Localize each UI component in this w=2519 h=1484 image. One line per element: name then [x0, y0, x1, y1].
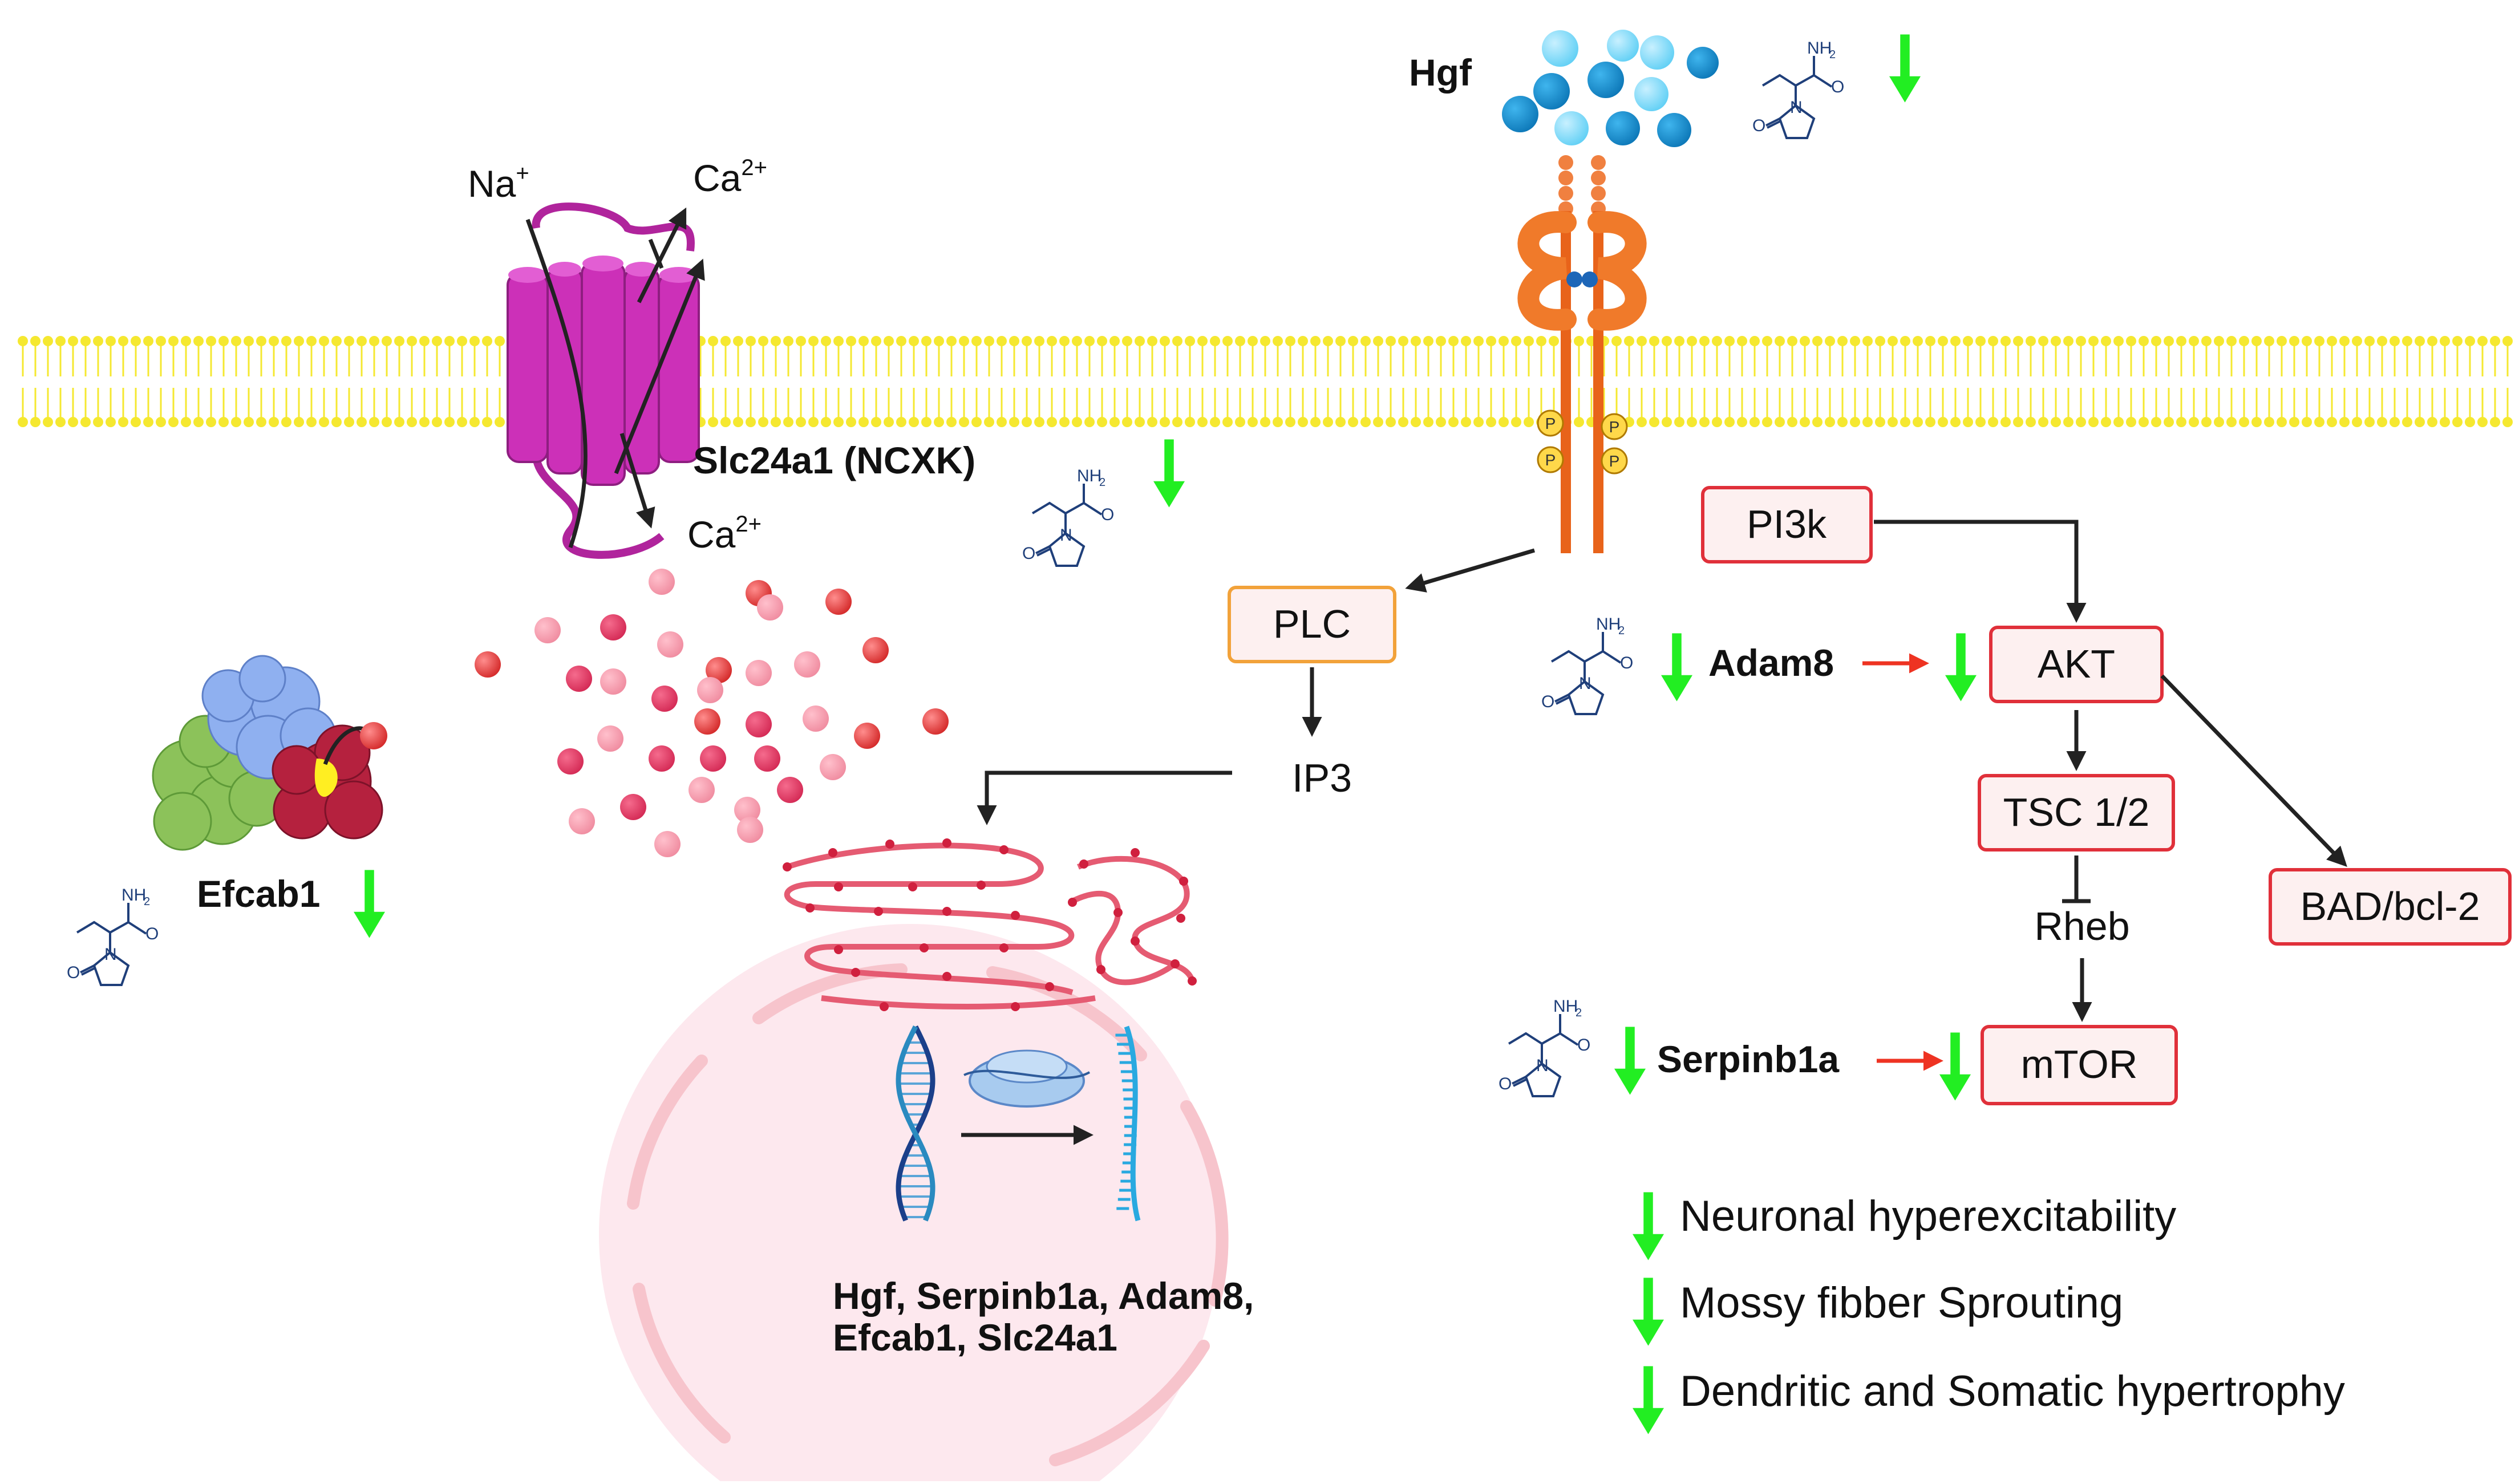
svg-text:2: 2: [1829, 48, 1836, 61]
svg-text:NH: NH: [1807, 39, 1832, 58]
svg-text:N: N: [1536, 1056, 1549, 1075]
outcome-dendritic-somatic-hypertrophy: Dendritic and Somatic hypertrophy: [1680, 1367, 2345, 1416]
endoplasmic-reticulum: [784, 842, 1195, 1009]
tsc-box: TSC 1/2: [1978, 774, 2175, 852]
svg-text:mTOR: mTOR: [2021, 1042, 2138, 1086]
svg-text:N: N: [1790, 98, 1803, 117]
rheb-label: Rheb: [2034, 904, 2129, 948]
cell-membrane: [18, 336, 2513, 427]
bad-bcl2-box: BAD/bcl-2: [2269, 868, 2512, 946]
svg-text:PI3k: PI3k: [1747, 502, 1827, 546]
adam8-label: Adam8: [1708, 642, 1834, 684]
svg-text:O: O: [1577, 1036, 1590, 1055]
serpinb1a-label: Serpinb1a: [1657, 1038, 1840, 1080]
svg-text:TSC 1/2: TSC 1/2: [2003, 790, 2150, 834]
svg-text:2: 2: [1099, 476, 1105, 489]
ncxk-exchanger-icon: [507, 202, 705, 559]
hgf-ligand-particles: [1502, 30, 1719, 147]
slc24a1-label: Slc24a1 (NCXK): [693, 439, 975, 481]
svg-text:O: O: [1752, 116, 1765, 135]
efcab1-protein-icon: [152, 655, 387, 851]
svg-text:O: O: [1620, 654, 1633, 672]
outcome-mossy-fiber-sprouting: Mossy fibber Sprouting: [1680, 1279, 2123, 1327]
svg-text:N: N: [104, 945, 117, 964]
svg-text:N: N: [1579, 674, 1591, 693]
pi3k-box: PI3k: [1701, 486, 1873, 563]
svg-text:AKT: AKT: [2038, 642, 2115, 686]
sodium-ion-label: Na+: [468, 161, 529, 205]
svg-text:O: O: [67, 963, 80, 982]
svg-text:BAD/bcl-2: BAD/bcl-2: [2300, 884, 2480, 928]
mrna-icon: [1115, 1025, 1141, 1222]
svg-text:2: 2: [1618, 625, 1625, 637]
svg-text:P: P: [1545, 451, 1556, 469]
plc-box: PLC: [1228, 586, 1396, 663]
calcium-ion-label-bottom: Ca2+: [687, 512, 762, 556]
outcome-neuronal-hyperexcitability: Neuronal hyperexcitability: [1680, 1192, 2176, 1240]
svg-text:O: O: [1499, 1075, 1512, 1093]
svg-text:P: P: [1545, 415, 1556, 432]
gene-list-line-2: Efcab1, Slc24a1: [833, 1316, 1117, 1359]
svg-text:PLC: PLC: [1273, 602, 1351, 646]
svg-text:O: O: [145, 925, 159, 943]
efcab1-label: Efcab1: [197, 873, 320, 915]
svg-text:2: 2: [144, 895, 150, 908]
akt-box: AKT: [1989, 626, 2164, 703]
svg-text:O: O: [1101, 505, 1114, 524]
svg-text:NH: NH: [1596, 615, 1621, 634]
ribosome-icon: [963, 1049, 1091, 1108]
svg-text:NH: NH: [1553, 997, 1578, 1016]
calcium-ion-label-top: Ca2+: [693, 155, 767, 199]
svg-text:2: 2: [1576, 1007, 1582, 1019]
calcium-particles: [475, 569, 949, 857]
svg-text:O: O: [1022, 544, 1035, 563]
dna-icon: [896, 1025, 935, 1222]
svg-text:NH: NH: [1077, 467, 1101, 485]
pathway-arrows: [977, 520, 2347, 1022]
gene-list-line-1: Hgf, Serpinb1a, Adam8,: [833, 1275, 1254, 1317]
er-ribosomes: [783, 838, 1197, 1011]
svg-text:NH: NH: [122, 886, 146, 905]
met-receptor-icon: P P P P: [1517, 155, 1647, 553]
activation-arrows: [1862, 653, 1943, 1071]
svg-text:P: P: [1609, 418, 1620, 436]
svg-text:P: P: [1609, 452, 1620, 470]
hgf-label: Hgf: [1409, 51, 1472, 94]
ip3-label: IP3: [1292, 756, 1352, 800]
svg-text:N: N: [1060, 526, 1072, 545]
mtor-box: mTOR: [1981, 1025, 2178, 1105]
svg-text:O: O: [1541, 692, 1554, 711]
svg-text:O: O: [1831, 78, 1844, 96]
